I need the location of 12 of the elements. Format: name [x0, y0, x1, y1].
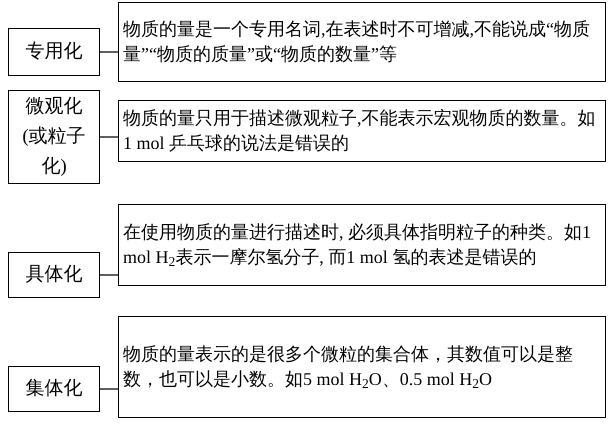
description-box: 物质的量只用于描述微观粒子,不能表示宏观物质的数量。如 1 mol 乒乓球的说法是错误的 — [118, 100, 606, 162]
category-box: 集体化 — [8, 366, 100, 412]
connector-line — [100, 136, 118, 138]
connector-line — [100, 388, 118, 390]
connector-line — [100, 51, 118, 53]
description-box: 物质的量表示的是很多个微粒的集合体，其数值可以是整数，也可以是小数。如5 mol H$_{2}$O、0.5 mol H$_{2}$O — [118, 316, 606, 418]
connector-line — [100, 274, 118, 276]
description-box: 物质的量是一个专用名词,在表述时不可增减,不能说成“物质量”“物质的质量”或“物质的数量”等 — [118, 2, 606, 82]
category-box: 具体化 — [8, 252, 100, 298]
category-box: 专用化 — [8, 28, 100, 76]
description-box: 在使用物质的量进行描述时, 必须具体指明粒子的种类。如1 mol H$_{2}$表示一摩尔氢分子, 而1 mol 氢的表述是错误的 — [118, 204, 606, 286]
category-box: 微观化(或粒子化) — [8, 90, 100, 184]
